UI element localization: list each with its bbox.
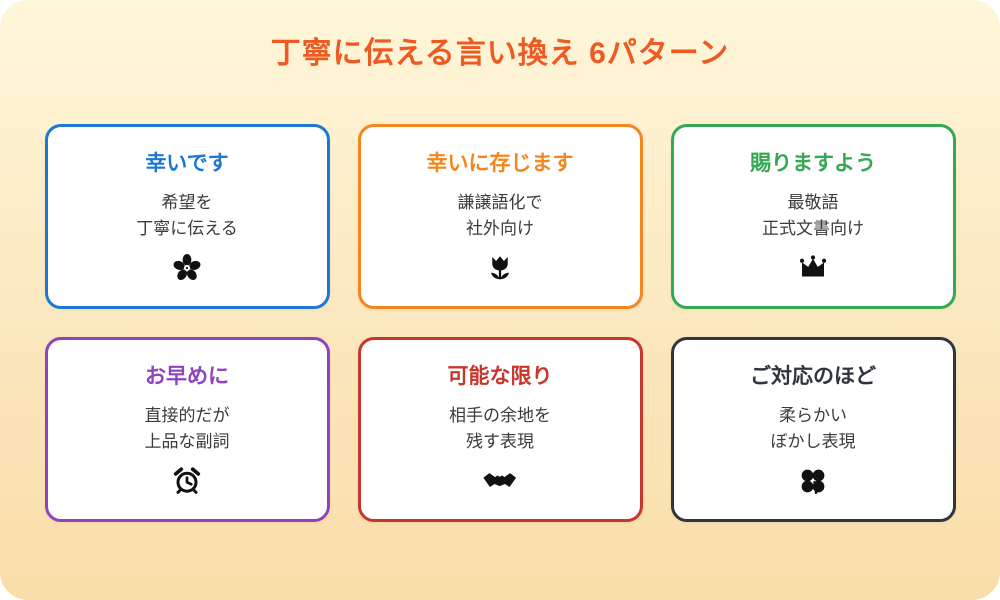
handshake-icon <box>482 465 517 497</box>
card-ohayame-ni: お早めに 直接的だが 上品な副詞 <box>44 337 330 522</box>
card-heading: 幸いに存じます <box>426 152 574 175</box>
page-title: 丁寧に伝える言い換え 6パターン <box>270 37 730 70</box>
card-heading: 幸いです <box>145 152 229 175</box>
cherry-blossom-icon <box>172 252 202 284</box>
card-body: 最敬語 正式文書向け <box>762 193 864 239</box>
card-body: 謙譲語化で 社外向け <box>457 193 543 239</box>
card-saiwai-ni-zonjimasu: 幸いに存じます 謙譲語化で 社外向け <box>357 124 643 309</box>
crown-icon <box>798 252 828 284</box>
alarm-clock-icon <box>172 465 202 497</box>
card-body: 相手の余地を 残す表現 <box>449 406 551 452</box>
card-heading: お早めに <box>145 365 229 388</box>
card-heading: ご対応のほど <box>750 365 876 388</box>
four-leaf-clover-icon <box>798 465 828 497</box>
card-tamawarimasu-you: 賜りますよう 最敬語 正式文書向け <box>670 124 956 309</box>
card-kanou-na-kagiri: 可能な限り 相手の余地を 残す表現 <box>357 337 643 522</box>
card-gotaiou-no-hodo: ご対応のほど 柔らかい ぼかし表現 <box>670 337 956 522</box>
card-grid: 幸いです 希望を 丁寧に伝える 幸いに存じます 謙譲語化で 社外向け <box>0 124 1000 522</box>
tulip-icon <box>485 252 515 284</box>
card-heading: 賜りますよう <box>750 152 876 175</box>
card-body: 希望を 丁寧に伝える <box>136 193 238 239</box>
card-body: 直接的だが 上品な副詞 <box>144 406 230 452</box>
card-saiwai-desu: 幸いです 希望を 丁寧に伝える <box>44 124 330 309</box>
card-heading: 可能な限り <box>447 365 553 388</box>
card-body: 柔らかい ぼかし表現 <box>770 406 856 452</box>
